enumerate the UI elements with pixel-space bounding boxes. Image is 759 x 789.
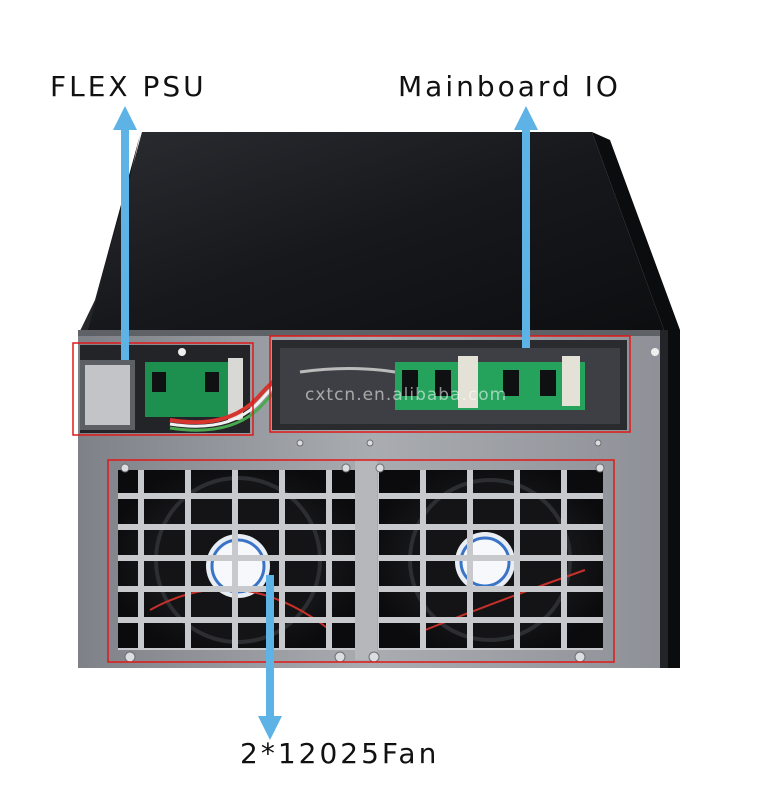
fan-arrow [258,575,282,740]
io-arrow [514,106,538,348]
fan-highlight-box [107,459,615,663]
screws [120,439,605,663]
chassis-right-side [592,132,680,668]
fan-right [378,470,603,650]
watermark-text: cxtcn.en.alibaba.com [305,385,508,405]
flex-psu-label: FLEX PSU [50,70,207,103]
fan-left [118,470,358,650]
io-highlight-box [269,335,631,433]
mainboard-io-label: Mainboard IO [398,70,621,103]
psu-arrow [113,106,137,360]
psu-highlight-box [72,342,254,436]
psu-bay [80,345,335,433]
fan-label: 2*12025Fan [240,737,440,770]
chassis-top-panel [88,132,664,330]
mainboard-io-bay [272,340,659,430]
